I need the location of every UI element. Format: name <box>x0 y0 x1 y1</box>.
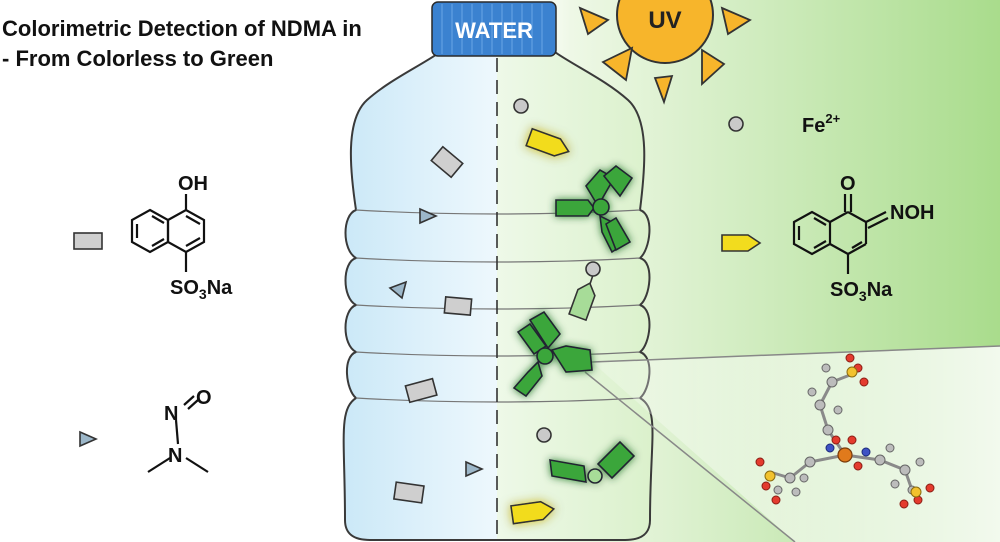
iron-circle-particles <box>513 98 744 443</box>
gray-rectangle-particles <box>392 145 473 504</box>
zoom-line-top <box>591 345 1000 363</box>
sun-label: UV <box>648 7 681 34</box>
naphthol-sulfonate-structure <box>130 194 206 272</box>
ndma-structure <box>147 395 209 473</box>
cap-label: WATER <box>455 18 533 43</box>
oxime-noh: NOH <box>890 202 934 224</box>
ndma-n-bottom: N <box>168 445 182 467</box>
ndma-triangle-particles <box>388 207 484 478</box>
rectangle-marker-icon <box>73 232 103 250</box>
title-line-2: - From Colorless to Green <box>2 46 274 71</box>
sun-icon: UV <box>578 0 752 105</box>
so3-label: SO3Na <box>170 277 233 302</box>
bottle-cap: WATER <box>431 1 557 57</box>
zoom-line-bottom <box>584 371 796 542</box>
molecule-3d-icon <box>755 353 935 509</box>
ndma-n-top: N <box>164 403 178 425</box>
oxime-structure <box>792 194 889 274</box>
iron-label: Fe2+ <box>802 111 841 137</box>
pentagon-arrow-icon <box>510 127 570 525</box>
oh-label: OH <box>178 173 208 195</box>
title-line-1: Colorimetric Detection of NDMA in <box>2 16 362 41</box>
oxime-o: O <box>840 173 856 195</box>
complex-icon <box>512 164 636 484</box>
partial-complex <box>568 261 601 322</box>
product-marker-icon <box>721 234 762 252</box>
oxime-so3: SO3Na <box>830 279 893 304</box>
triangle-marker-icon <box>79 430 98 448</box>
zoom-cone <box>592 346 1000 542</box>
ndma-o: O <box>196 387 212 409</box>
